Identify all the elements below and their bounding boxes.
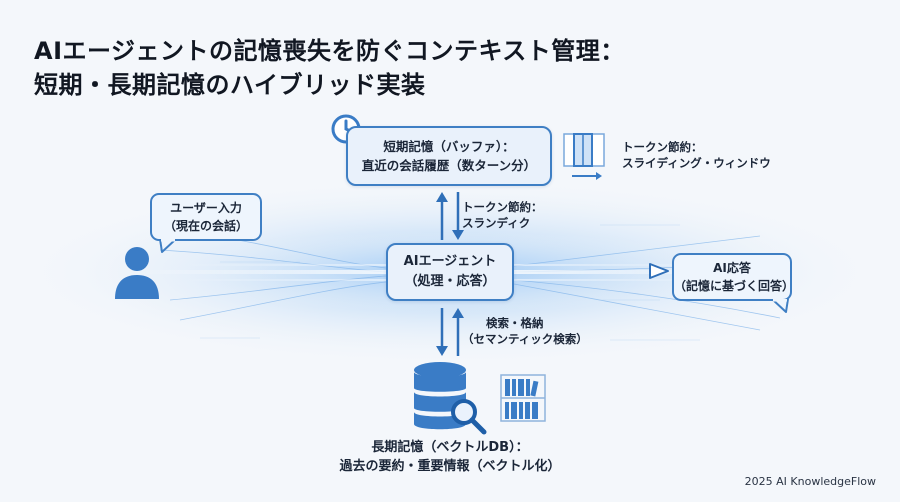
ai-response-bubble: AI応答 （記憶に基づく回答） [672, 253, 795, 301]
search-store-detail: （セマンティック検索） [462, 332, 588, 346]
sliding-window-icon [563, 133, 605, 180]
user-input-bubble: ユーザー入力 （現在の会話） [150, 193, 262, 241]
ai-agent-box: AIエージェント （処理・応答） [386, 243, 514, 301]
page-title: AIエージェントの記憶喪失を防ぐコンテキスト管理： 短期・長期記憶のハイブリッド… [34, 34, 625, 102]
bookshelf-icon [500, 374, 546, 422]
short-term-label: 短期記憶（バッファ）： [383, 139, 515, 154]
long-term-title: 長期記憶（ベクトルDB）： [371, 440, 529, 455]
stm-agent-arrows [436, 192, 464, 240]
magnifier-icon [451, 399, 487, 435]
response-bubble-tail [771, 299, 789, 313]
token-window-detail: スライディング・ウィンドウ [622, 156, 771, 170]
title-line-2: 短期・長期記憶のハイブリッド実装 [34, 71, 426, 99]
title-line-1: AIエージェントの記憶喪失を防ぐコンテキスト管理： [34, 37, 625, 65]
token-window-label: トークン節約： スライディング・ウィンドウ [622, 139, 771, 171]
footer-credit: 2025 AI KnowledgeFlow [744, 475, 876, 488]
long-term-memory-label: 長期記憶（ベクトルDB）： 過去の要約・重要情報（ベクトル化） [250, 438, 650, 476]
search-store-label: 検索・格納 （セマンティック検索） [462, 315, 588, 347]
token-window-title: トークン節約： [622, 140, 703, 154]
user-icon [115, 247, 159, 299]
short-term-memory-box: 短期記憶（バッファ）： 直近の会話履歴（数ターン分） [346, 126, 552, 186]
token-truncate-title: トークン節約： [462, 200, 543, 214]
agent-label: AIエージェント [403, 254, 497, 269]
long-term-detail: 過去の要約・重要情報（ベクトル化） [339, 459, 561, 474]
search-store-title: 検索・格納 [486, 316, 544, 330]
user-bubble-tail [159, 239, 177, 253]
agent-response-arrow [649, 263, 669, 279]
token-truncate-detail: スランディク [462, 216, 531, 230]
user-input-detail: （現在の会話） [163, 219, 248, 233]
response-detail: （記憶に基づく回答） [674, 279, 795, 293]
agent-detail: （処理・応答） [404, 274, 496, 289]
token-truncate-label: トークン節約： スランディク [462, 199, 543, 231]
response-label: AI応答 [713, 261, 751, 275]
user-input-label: ユーザー入力 [170, 201, 242, 215]
agent-db-arrows [436, 308, 464, 356]
short-term-detail: 直近の会話履歴（数ターン分） [361, 158, 537, 173]
